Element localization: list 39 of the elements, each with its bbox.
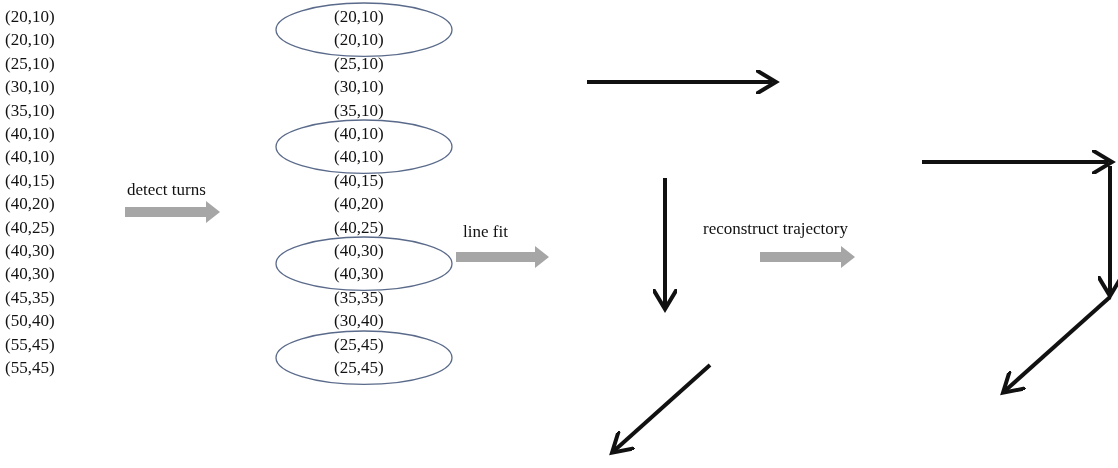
coordinate-text: (20,10) — [5, 7, 55, 27]
coordinate-text: (25,45) — [334, 358, 384, 378]
coordinate-text: (40,30) — [334, 264, 384, 285]
step-label: line fit — [463, 222, 508, 242]
step-label: reconstruct trajectory — [703, 219, 848, 239]
ellipse-group — [275, 119, 453, 175]
coordinate-text: (40,20) — [334, 194, 384, 215]
coordinate-text: (25,10) — [5, 53, 55, 74]
coordinate-text: (20,10) — [5, 30, 55, 51]
coordinate-text: (40,15) — [5, 170, 55, 191]
coordinate-text: (40,20) — [5, 194, 55, 215]
coordinate-text: (40,25) — [334, 217, 384, 238]
coordinate-text: (55,45) — [5, 358, 55, 378]
ellipse-group — [275, 2, 453, 58]
step-label: detect turns — [127, 180, 206, 200]
coordinate-text: (55,45) — [5, 334, 55, 355]
coordinate-text: (30,40) — [334, 311, 384, 332]
ellipse-group — [275, 329, 453, 385]
coordinate-text: (40,10) — [5, 147, 55, 168]
coordinate-text: (40,15) — [334, 170, 384, 191]
coordinate-text: (40,10) — [334, 124, 384, 144]
coordinate-text: (35,10) — [5, 100, 55, 121]
coordinate-text: (20,10) — [334, 30, 384, 51]
coordinate-text: (30,10) — [334, 77, 384, 98]
coordinate-text: (40,30) — [334, 241, 384, 261]
coordinate-text: (35,10) — [334, 100, 384, 121]
coordinate-text: (40,30) — [5, 241, 55, 261]
coordinate-text: (50,40) — [5, 311, 55, 332]
coordinate-text: (40,25) — [5, 217, 55, 238]
coordinate-text: (20,10) — [334, 7, 384, 27]
coordinate-text: (40,30) — [5, 264, 55, 285]
ellipse-group — [275, 236, 453, 292]
coordinate-text: (40,10) — [5, 124, 55, 144]
coordinate-text: (45,35) — [5, 287, 55, 308]
coordinate-text: (25,45) — [334, 334, 384, 355]
coordinate-text: (30,10) — [5, 77, 55, 98]
coordinate-text: (40,10) — [334, 147, 384, 168]
coordinate-text: (25,10) — [334, 53, 384, 74]
coordinate-text: (35,35) — [334, 287, 384, 308]
